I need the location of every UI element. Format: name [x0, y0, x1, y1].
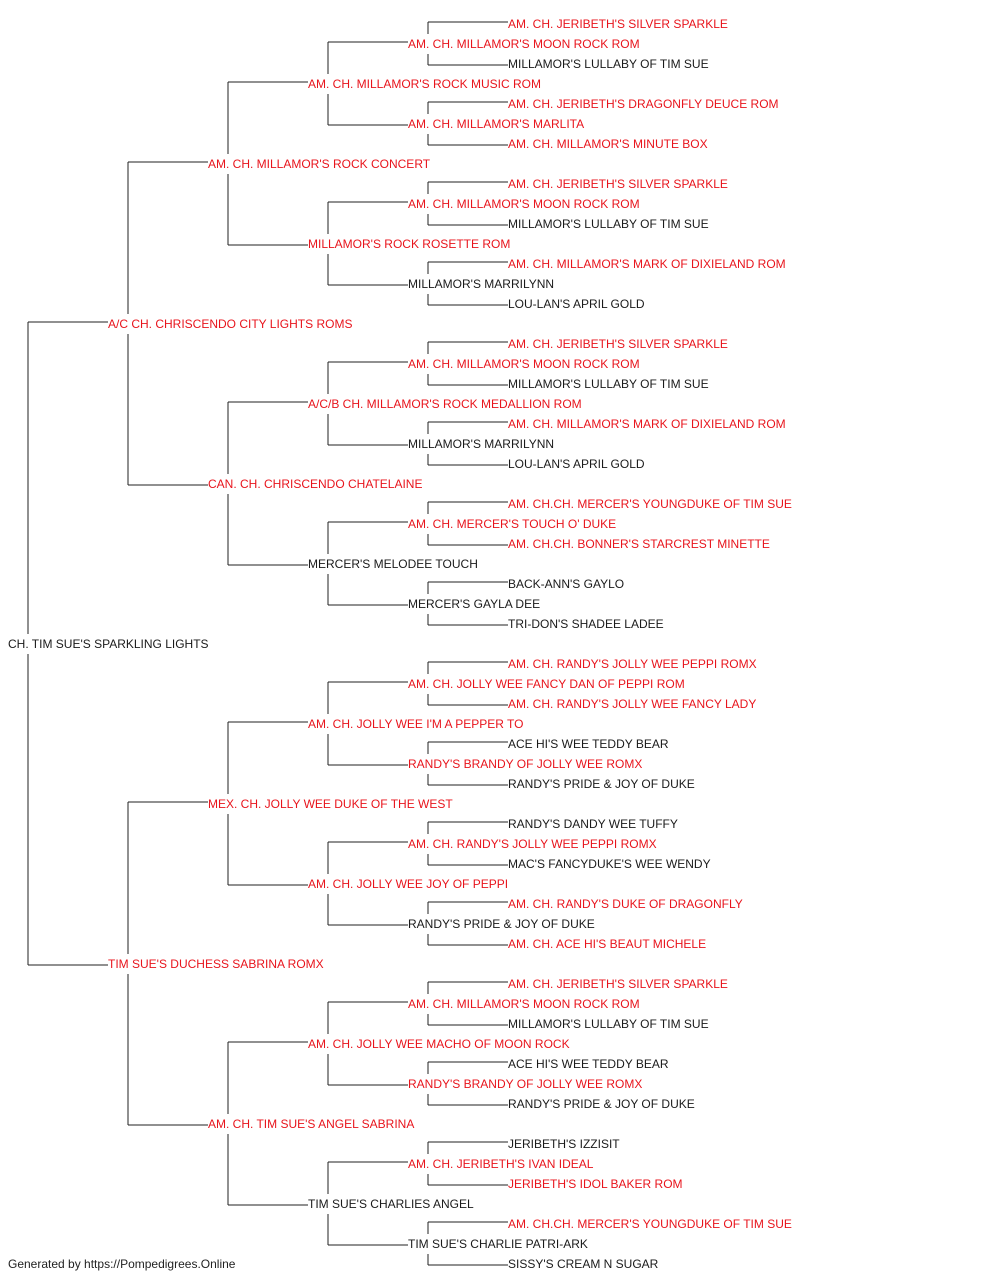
- ancestor-name: AM. CH. JOLLY WEE I'M A PEPPER TO: [308, 717, 523, 731]
- ancestor-name: AM. CH. RANDY'S JOLLY WEE FANCY LADY: [508, 697, 756, 711]
- ancestor-name: MEX. CH. JOLLY WEE DUKE OF THE WEST: [208, 797, 453, 811]
- ancestor-name: AM. CH. JOLLY WEE JOY OF PEPPI: [308, 877, 508, 891]
- ancestor-name: AM. CH. MILLAMOR'S MOON ROCK ROM: [408, 997, 640, 1011]
- ancestor-name: RANDY'S PRIDE & JOY OF DUKE: [508, 777, 695, 791]
- ancestor-name: TIM SUE'S DUCHESS SABRINA ROMX: [108, 957, 324, 971]
- ancestor-name: AM. CH.CH. MERCER'S YOUNGDUKE OF TIM SUE: [508, 497, 792, 511]
- ancestor-name: AM. CH. MILLAMOR'S ROCK MUSIC ROM: [308, 77, 541, 91]
- ancestor-name: LOU-LAN'S APRIL GOLD: [508, 457, 645, 471]
- ancestor-name: AM. CH. JOLLY WEE MACHO OF MOON ROCK: [308, 1037, 570, 1051]
- ancestor-name: AM. CH. JERIBETH'S SILVER SPARKLE: [508, 17, 728, 31]
- ancestor-name: ACE HI'S WEE TEDDY BEAR: [508, 1057, 669, 1071]
- ancestor-name: A/C/B CH. MILLAMOR'S ROCK MEDALLION ROM: [308, 397, 582, 411]
- ancestor-name: RANDY'S PRIDE & JOY OF DUKE: [408, 917, 595, 931]
- ancestor-name: AM. CH. JERIBETH'S SILVER SPARKLE: [508, 177, 728, 191]
- ancestor-name: TIM SUE'S CHARLIES ANGEL: [308, 1197, 474, 1211]
- ancestor-name: JERIBETH'S IDOL BAKER ROM: [508, 1177, 683, 1191]
- ancestor-name: AM. CH. MILLAMOR'S MOON ROCK ROM: [408, 357, 640, 371]
- ancestor-name: RANDY'S PRIDE & JOY OF DUKE: [508, 1097, 695, 1111]
- subject-dog-name: CH. TIM SUE'S SPARKLING LIGHTS: [8, 637, 209, 651]
- ancestor-name: AM. CH. MILLAMOR'S MINUTE BOX: [508, 137, 708, 151]
- ancestor-name: AM. CH. JERIBETH'S SILVER SPARKLE: [508, 977, 728, 991]
- ancestor-name: RANDY'S BRANDY OF JOLLY WEE ROMX: [408, 1077, 642, 1091]
- ancestor-name: MAC'S FANCYDUKE'S WEE WENDY: [508, 857, 711, 871]
- ancestor-name: AM. CH. MILLAMOR'S MARK OF DIXIELAND ROM: [508, 417, 786, 431]
- ancestor-name: MILLAMOR'S LULLABY OF TIM SUE: [508, 57, 709, 71]
- ancestor-name: LOU-LAN'S APRIL GOLD: [508, 297, 645, 311]
- ancestor-name: AM. CH. MILLAMOR'S MOON ROCK ROM: [408, 37, 640, 51]
- ancestor-name: MILLAMOR'S LULLABY OF TIM SUE: [508, 1017, 709, 1031]
- ancestor-name: AM. CH. JERIBETH'S SILVER SPARKLE: [508, 337, 728, 351]
- ancestor-name: AM. CH. MILLAMOR'S MARLITA: [408, 117, 584, 131]
- ancestor-name: MERCER'S GAYLA DEE: [408, 597, 540, 611]
- ancestor-name: AM. CH. JOLLY WEE FANCY DAN OF PEPPI ROM: [408, 677, 685, 691]
- ancestor-name: RANDY'S DANDY WEE TUFFY: [508, 817, 678, 831]
- ancestor-name: MILLAMOR'S ROCK ROSETTE ROM: [308, 237, 510, 251]
- ancestor-name: AM. CH. MERCER'S TOUCH O' DUKE: [408, 517, 616, 531]
- ancestor-name: TIM SUE'S CHARLIE PATRI-ARK: [408, 1237, 588, 1251]
- ancestor-name: MILLAMOR'S MARRILYNN: [408, 277, 554, 291]
- ancestor-name: BACK-ANN'S GAYLO: [508, 577, 624, 591]
- ancestor-name: AM. CH. RANDY'S DUKE OF DRAGONFLY: [508, 897, 743, 911]
- ancestor-name: AM. CH. MILLAMOR'S MOON ROCK ROM: [408, 197, 640, 211]
- ancestor-name: MILLAMOR'S MARRILYNN: [408, 437, 554, 451]
- ancestor-name: AM. CH. MILLAMOR'S ROCK CONCERT: [208, 157, 431, 171]
- ancestor-name: MERCER'S MELODEE TOUCH: [308, 557, 478, 571]
- ancestor-name: SISSY'S CREAM N SUGAR: [508, 1257, 659, 1271]
- ancestor-name: A/C CH. CHRISCENDO CITY LIGHTS ROMS: [108, 317, 352, 331]
- ancestor-name: AM. CH.CH. BONNER'S STARCREST MINETTE: [508, 537, 770, 551]
- ancestor-name: AM. CH. TIM SUE'S ANGEL SABRINA: [208, 1117, 414, 1131]
- ancestor-name: JERIBETH'S IZZISIT: [508, 1137, 620, 1151]
- ancestor-name: CAN. CH. CHRISCENDO CHATELAINE: [208, 477, 422, 491]
- ancestor-name: RANDY'S BRANDY OF JOLLY WEE ROMX: [408, 757, 642, 771]
- ancestor-name: ACE HI'S WEE TEDDY BEAR: [508, 737, 669, 751]
- ancestor-name: AM. CH. JERIBETH'S DRAGONFLY DEUCE ROM: [508, 97, 779, 111]
- ancestor-name: MILLAMOR'S LULLABY OF TIM SUE: [508, 217, 709, 231]
- ancestor-name: TRI-DON'S SHADEE LADEE: [508, 617, 664, 631]
- ancestor-name: AM. CH. RANDY'S JOLLY WEE PEPPI ROMX: [508, 657, 757, 671]
- ancestor-name: AM. CH. ACE HI'S BEAUT MICHELE: [508, 937, 706, 951]
- ancestor-name: AM. CH. JERIBETH'S IVAN IDEAL: [408, 1157, 594, 1171]
- ancestor-name: MILLAMOR'S LULLABY OF TIM SUE: [508, 377, 709, 391]
- ancestor-name: AM. CH. RANDY'S JOLLY WEE PEPPI ROMX: [408, 837, 657, 851]
- ancestor-name: AM. CH. MILLAMOR'S MARK OF DIXIELAND ROM: [508, 257, 786, 271]
- ancestor-name: AM. CH.CH. MERCER'S YOUNGDUKE OF TIM SUE: [508, 1217, 792, 1231]
- generated-by-footer: Generated by https://Pompedigrees.Online: [8, 1257, 236, 1271]
